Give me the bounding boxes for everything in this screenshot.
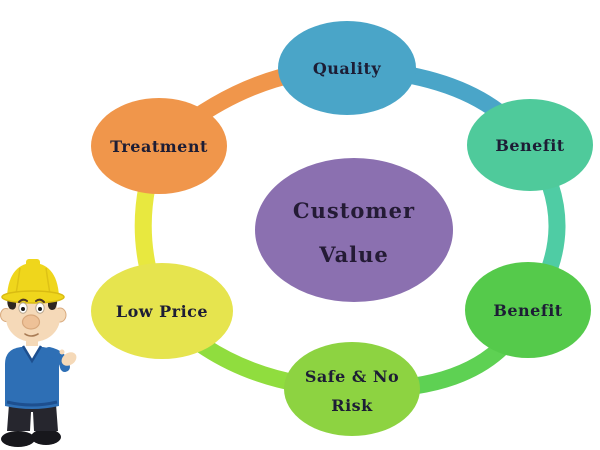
node-low-price-label: Low Price — [116, 302, 208, 321]
node-benefit-top-right-ellipse — [467, 99, 593, 191]
mascot-eyebrow-left — [18, 298, 28, 303]
node-benefit-bottom-right-ellipse — [465, 262, 591, 358]
node-safe-no-risk-ellipse — [284, 342, 420, 436]
node-customer-value: Customer Value — [255, 158, 453, 302]
mascot-sweater-hem — [6, 400, 58, 407]
mascot-mouth — [24, 333, 39, 337]
mascot-hand — [61, 352, 77, 366]
mascot-shoe-left — [1, 431, 35, 447]
mascot-shirt-collar — [23, 346, 41, 360]
node-customer-value-ellipse — [255, 158, 453, 302]
node-safe-no-risk-label-line1: Safe & No — [305, 367, 399, 386]
node-treatment-label: Treatment — [110, 137, 208, 156]
node-quality-ellipse — [278, 21, 416, 115]
mascot-nose — [21, 314, 41, 330]
mascot-shoe-right — [31, 429, 61, 445]
node-customer-value-label-line2: Value — [318, 242, 389, 267]
mascot-thumb — [59, 349, 65, 355]
node-low-price: Low Price — [91, 263, 233, 359]
node-quality-label: Quality — [313, 59, 381, 78]
mascot-pupil-left — [21, 307, 25, 311]
mascot-vneck-trim — [21, 345, 43, 364]
node-quality: Quality — [278, 21, 416, 115]
node-treatment-ellipse — [91, 98, 227, 194]
mascot-pants — [7, 404, 58, 431]
node-treatment: Treatment — [91, 98, 227, 194]
mascot-body — [5, 347, 59, 409]
node-safe-no-risk: Safe & No Risk — [284, 342, 420, 436]
node-benefit-bottom-right-label: Benefit — [493, 301, 562, 320]
node-customer-value-label-line1: Customer — [293, 198, 415, 223]
node-benefit-top-right: Benefit — [467, 99, 593, 191]
mascot-eyebrow-right — [35, 298, 45, 303]
node-benefit-bottom-right: Benefit — [465, 262, 591, 358]
node-benefit-top-right-label: Benefit — [495, 136, 564, 155]
node-safe-no-risk-label-line2: Risk — [331, 396, 373, 415]
node-low-price-ellipse — [91, 263, 233, 359]
mascot-pupil-right — [38, 307, 42, 311]
construction-worker-mascot — [0, 259, 77, 447]
mascot-hat-brim — [1, 290, 65, 304]
